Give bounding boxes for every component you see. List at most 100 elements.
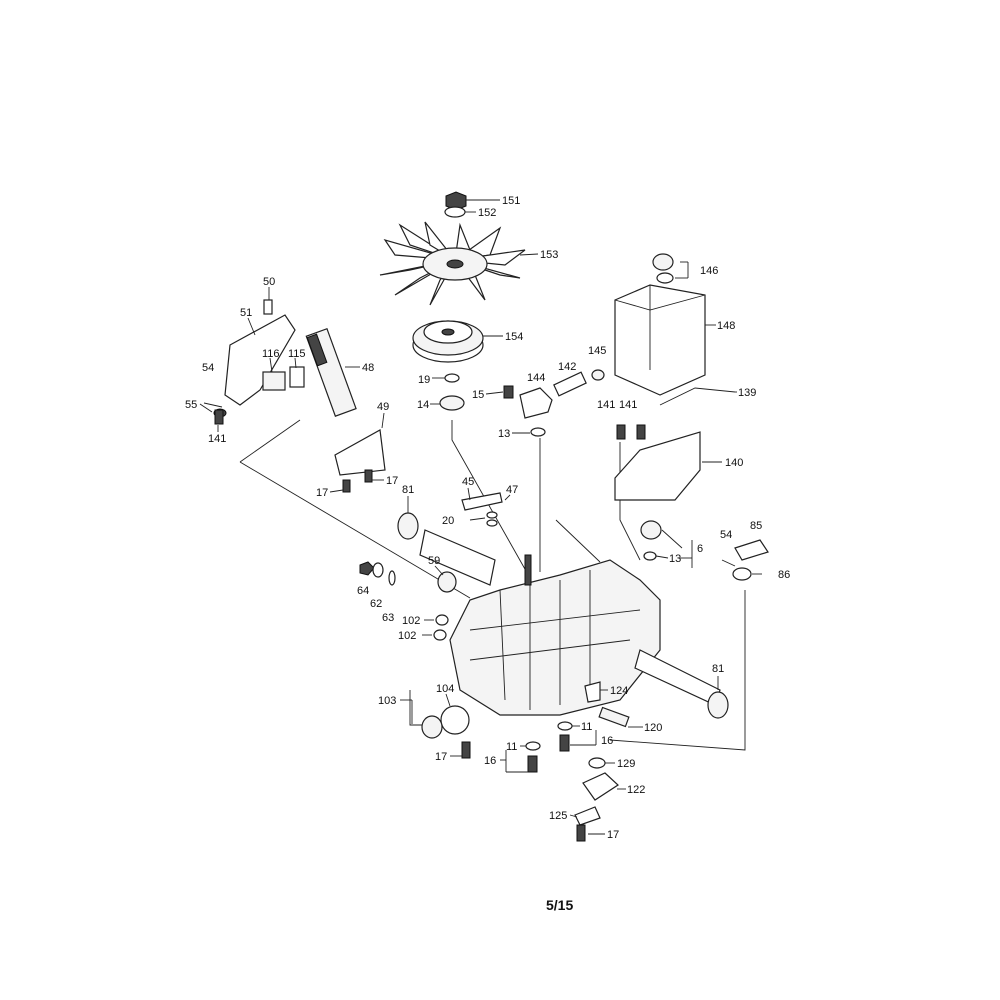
callout-124: 124: [610, 685, 628, 697]
fan-assembly: [379, 191, 526, 411]
callout-15: 15: [472, 389, 484, 401]
oring-20-b: [486, 519, 498, 527]
callout-102-a: 102: [402, 615, 420, 627]
washer-11-b: [525, 741, 541, 751]
callout-17-a: 17: [386, 475, 398, 487]
bracket-85: [734, 539, 769, 561]
callout-122: 122: [627, 784, 645, 796]
transaxle-housing: [359, 492, 769, 842]
nut-64: [359, 561, 375, 576]
filter-103: [421, 715, 443, 739]
washer-11-a: [557, 721, 573, 731]
bolt-16-a: [559, 734, 570, 752]
callout-120: 120: [644, 722, 662, 734]
callout-64: 64: [357, 585, 369, 597]
pulley-154: [412, 320, 484, 363]
callout-151: 151: [502, 195, 520, 207]
washer-152: [444, 206, 466, 218]
tank-148: [614, 284, 706, 396]
callout-104: 104: [436, 683, 454, 695]
callout-51: 51: [240, 307, 252, 319]
tube-142: [553, 371, 587, 397]
callout-152: 152: [478, 207, 496, 219]
callout-16-b: 16: [484, 755, 496, 767]
callout-49: 49: [377, 401, 389, 413]
callout-13-right: 13: [669, 553, 681, 565]
callout-11-b: 11: [506, 741, 517, 753]
bolt-141-a: [616, 424, 626, 440]
reservoir-assembly: [503, 253, 736, 501]
bolt-141-b: [636, 424, 646, 440]
bolt-17-bottom: [576, 824, 586, 842]
callout-103: 103: [378, 695, 396, 707]
callout-47: 47: [506, 484, 518, 496]
callout-6: 6: [697, 543, 703, 555]
seal-102-a: [435, 614, 449, 626]
plug-145: [591, 369, 605, 381]
fan-153: [379, 221, 526, 306]
ring-63: [388, 570, 396, 586]
assembly-lines: [239, 419, 746, 751]
pin-54: [203, 402, 223, 408]
damper-48: [305, 328, 357, 417]
callout-11-a: 11: [581, 721, 592, 733]
clip-86: [732, 567, 752, 581]
callout-144: 144: [527, 372, 545, 384]
callout-116: 116: [262, 348, 280, 360]
page-number: 5/15: [546, 897, 573, 913]
callout-154: 154: [505, 331, 523, 343]
seal-81-right: [707, 691, 729, 719]
pin-54-right: [721, 559, 736, 567]
callout-153: 153: [540, 249, 558, 261]
axle-right: [634, 649, 721, 706]
bolt-17-lower: [461, 741, 471, 759]
callout-55: 55: [185, 399, 197, 411]
callout-16-a: 16: [601, 735, 613, 747]
callout-148: 148: [717, 320, 735, 332]
callout-13-top: 13: [498, 428, 510, 440]
oring-13-right: [643, 551, 657, 561]
seal-104: [440, 705, 470, 735]
spring-116: [262, 371, 286, 391]
callout-50: 50: [263, 276, 275, 288]
control-linkage: [203, 299, 386, 493]
bracket-140: [614, 431, 701, 501]
bolt-17-b: [342, 479, 351, 493]
callout-115: 115: [288, 348, 306, 360]
bracket-49: [334, 429, 386, 476]
washer-62: [372, 562, 384, 578]
bracket-144: [519, 387, 553, 419]
callout-63: 63: [382, 612, 394, 624]
callout-142: 142: [558, 361, 576, 373]
callout-48: 48: [362, 362, 374, 374]
bolt-141-left: [214, 409, 224, 425]
callout-54-right: 54: [720, 529, 732, 541]
callout-20: 20: [442, 515, 454, 527]
clamp-115: [289, 366, 305, 388]
callout-139: 139: [738, 387, 756, 399]
filter-cap-6: [640, 520, 662, 540]
spring-120: [598, 706, 630, 728]
nut-151: [445, 191, 467, 211]
callout-141-a: 141: [597, 399, 615, 411]
callout-17-b: 17: [316, 487, 328, 499]
washer-19: [444, 373, 460, 383]
callout-146: 146: [700, 265, 718, 277]
callout-59: 59: [428, 555, 440, 567]
callouts: 151 152 153 146 148 154 145 142 144 19 1…: [185, 195, 790, 841]
bracket-124: [584, 681, 601, 703]
seal-81-left: [397, 512, 419, 540]
cap-146: [652, 253, 674, 271]
axle-left: [419, 529, 496, 586]
callout-125: 125: [549, 810, 567, 822]
bracket-51: [224, 314, 296, 406]
callout-81-left: 81: [402, 484, 414, 496]
seal-102-b: [433, 629, 447, 641]
bearing-59: [437, 571, 457, 593]
hose-139: [659, 387, 736, 406]
bolt-17-a: [364, 469, 373, 483]
callout-85: 85: [750, 520, 762, 532]
callout-86: 86: [778, 569, 790, 581]
bolt-15: [503, 385, 514, 399]
